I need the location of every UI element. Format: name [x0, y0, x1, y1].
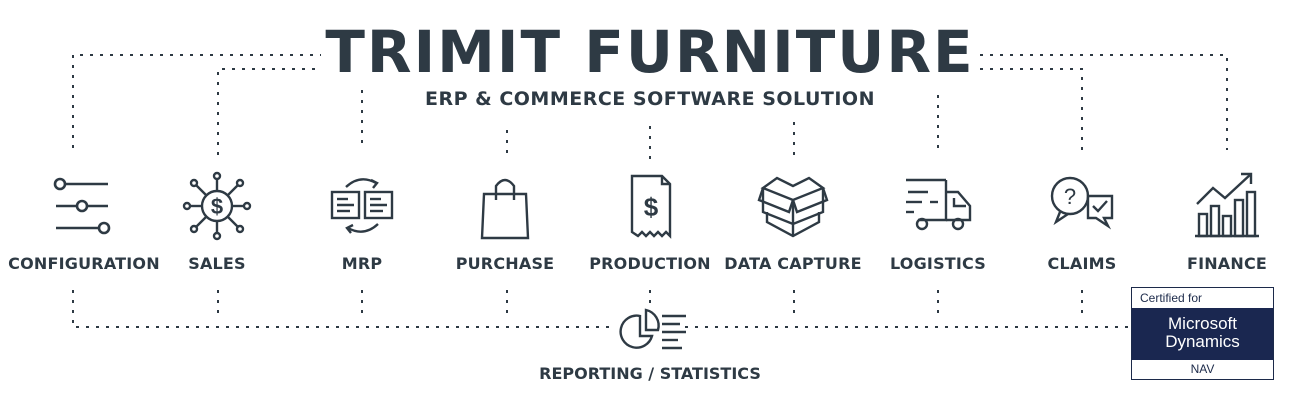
module-label: DATA CAPTURE	[724, 254, 862, 273]
page-title: TRIMIT FURNITURE	[0, 18, 1300, 86]
module-label: CLAIMS	[1047, 254, 1117, 273]
module-purchase: PURCHASE	[425, 170, 585, 273]
module-label: PURCHASE	[455, 254, 555, 273]
module-label: CONFIGURATION	[8, 254, 160, 273]
module-label: SALES	[188, 254, 246, 273]
module-data-capture: DATA CAPTURE	[713, 170, 873, 273]
module-sales: $ SALES	[137, 170, 297, 273]
question-chat-icon: ?	[1050, 176, 1114, 230]
module-label: PRODUCTION	[589, 254, 711, 273]
module-production: $ PRODUCTION	[570, 170, 730, 273]
delivery-truck-icon	[906, 178, 972, 231]
badge-line2: Dynamics	[1165, 332, 1240, 351]
sliders-icon	[53, 177, 111, 235]
open-box-icon	[757, 176, 829, 238]
module-label: LOGISTICS	[889, 254, 987, 273]
svg-text:$: $	[644, 192, 659, 222]
badge-certified-text: Certified for	[1140, 291, 1203, 305]
invoice-icon: $	[630, 174, 672, 239]
document-sync-icon	[330, 178, 394, 234]
svg-text:$: $	[211, 194, 223, 219]
microsoft-dynamics-badge: Certified for Microsoft Dynamics NAV	[1131, 287, 1274, 380]
reporting-statistics: REPORTING / STATISTICS	[539, 306, 761, 383]
pie-report-icon	[619, 308, 686, 350]
module-label: FINANCE	[1186, 254, 1268, 273]
page-subtitle: ERP & COMMERCE SOFTWARE SOLUTION	[425, 88, 875, 110]
reporting-label: REPORTING / STATISTICS	[539, 364, 761, 383]
module-finance: FINANCE	[1147, 170, 1300, 273]
shopping-bag-icon	[480, 178, 530, 240]
badge-line1: Microsoft	[1168, 314, 1237, 333]
badge-product: NAV	[1190, 362, 1215, 376]
badge-brand: Microsoft Dynamics	[1132, 308, 1273, 360]
module-configuration: CONFIGURATION	[4, 170, 164, 273]
module-logistics: LOGISTICS	[858, 170, 1018, 273]
module-label: MRP	[341, 254, 383, 273]
dollar-network-icon: $	[182, 171, 252, 241]
svg-text:?: ?	[1064, 184, 1076, 209]
module-mrp: MRP	[282, 170, 442, 273]
module-claims: ? CLAIMS	[1002, 170, 1162, 273]
growth-chart-icon	[1195, 172, 1259, 238]
